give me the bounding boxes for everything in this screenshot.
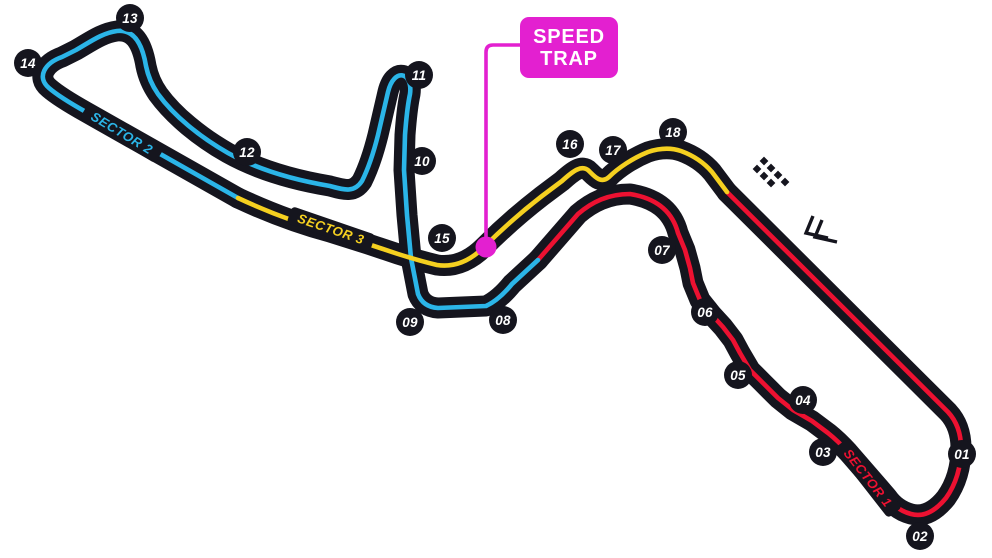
speed-trap-connector-line	[484, 43, 521, 247]
corner-badge-09-number: 09	[402, 315, 418, 330]
corner-badge-18-circle	[659, 118, 687, 146]
corner-badge-08: 08	[489, 306, 517, 334]
corner-badge-13-number: 13	[122, 11, 138, 26]
sector2-label: SECTOR 2	[81, 104, 163, 162]
sector1-label-text: SECTOR 1	[841, 446, 896, 510]
sector3-racing-line	[235, 146, 730, 268]
speed-trap-dot	[475, 236, 497, 258]
corner-badge-12-circle	[233, 138, 261, 166]
finish-checker-7	[780, 177, 790, 187]
corner-badge-07: 07	[648, 236, 676, 264]
corner-badges: 01 02 03 04 05 06 07 08 09 10 11 12 13 14 15 16 17 18	[14, 4, 976, 550]
sector2-label-text: SECTOR 2	[88, 109, 156, 158]
corner-badge-12: 12	[233, 138, 261, 166]
corner-badge-04: 04	[789, 386, 817, 414]
direction-chevron-1	[803, 215, 829, 240]
corner-badge-14: 14	[14, 49, 42, 77]
speed-trap-box	[520, 17, 618, 78]
corner-badge-01-number: 01	[954, 447, 970, 462]
corner-badge-11-number: 11	[412, 68, 427, 83]
corner-badge-02: 02	[906, 522, 934, 550]
finish-checker-4	[759, 171, 769, 181]
corner-badge-13: 13	[116, 4, 144, 32]
corner-badge-04-number: 04	[795, 393, 811, 408]
corner-badge-01: 01	[948, 440, 976, 468]
speed-trap-text-line1: SPEED	[533, 26, 605, 48]
corner-badge-02-number: 02	[912, 529, 928, 544]
corner-badge-10-circle	[408, 147, 436, 175]
corner-badge-17-circle	[599, 136, 627, 164]
finish-checker-6	[766, 178, 776, 188]
corner-badge-02-circle	[906, 522, 934, 550]
corner-badge-10-number: 10	[414, 154, 430, 169]
corner-badge-05-circle	[724, 361, 752, 389]
corner-badge-16-number: 16	[562, 137, 578, 152]
corner-badge-15: 15	[428, 224, 456, 252]
corner-badge-09: 09	[396, 308, 424, 336]
corner-badge-04-circle	[789, 386, 817, 414]
corner-badge-16-circle	[556, 130, 584, 158]
finish-checker-5	[773, 170, 783, 180]
corner-badge-18: 18	[659, 118, 687, 146]
corner-badge-11: 11	[405, 61, 433, 89]
direction-chevron-icon	[803, 215, 838, 244]
track-band-sector1	[527, 181, 972, 526]
speed-trap-label: SPEED TRAP	[520, 17, 618, 78]
corner-badge-10: 10	[408, 147, 436, 175]
corner-badge-05: 05	[724, 361, 752, 389]
speed-trap-text-line2: TRAP	[540, 48, 598, 70]
corner-badge-18-number: 18	[665, 125, 681, 140]
corner-badge-14-circle	[14, 49, 42, 77]
corner-badge-09-circle	[396, 308, 424, 336]
corner-badge-15-circle	[428, 224, 456, 252]
sector1-label: SECTOR 1	[835, 439, 901, 517]
corner-badge-15-number: 15	[434, 231, 450, 246]
sector2-label-patch	[81, 104, 163, 162]
corner-badge-03-circle	[809, 438, 837, 466]
finish-checkers-icon	[752, 156, 790, 188]
finish-checker-3	[766, 163, 776, 173]
corner-badge-14-number: 14	[20, 56, 36, 71]
finish-checker-1	[759, 156, 769, 166]
corner-badge-11-circle	[405, 61, 433, 89]
sector2-racing-line	[40, 28, 541, 311]
sector1-label-patch	[835, 439, 901, 517]
corner-badge-08-number: 08	[495, 313, 511, 328]
corner-badge-03: 03	[809, 438, 837, 466]
corner-badge-07-number: 07	[654, 243, 671, 258]
corner-badge-08-circle	[489, 306, 517, 334]
corner-badge-17-number: 17	[605, 143, 622, 158]
sector3-label-patch	[287, 207, 375, 251]
corner-badge-05-number: 05	[730, 368, 746, 383]
corner-badge-16: 16	[556, 130, 584, 158]
direction-chevron-2	[812, 219, 838, 244]
finish-checker-2	[752, 164, 762, 174]
corner-badge-01-circle	[948, 440, 976, 468]
corner-badge-07-circle	[648, 236, 676, 264]
corner-badge-06-circle	[691, 298, 719, 326]
corner-badge-06-number: 06	[697, 305, 713, 320]
corner-badge-17: 17	[599, 136, 627, 164]
corner-badge-12-number: 12	[239, 145, 255, 160]
corner-badge-13-circle	[116, 4, 144, 32]
corner-badge-06: 06	[691, 298, 719, 326]
corner-badge-03-number: 03	[815, 445, 831, 460]
